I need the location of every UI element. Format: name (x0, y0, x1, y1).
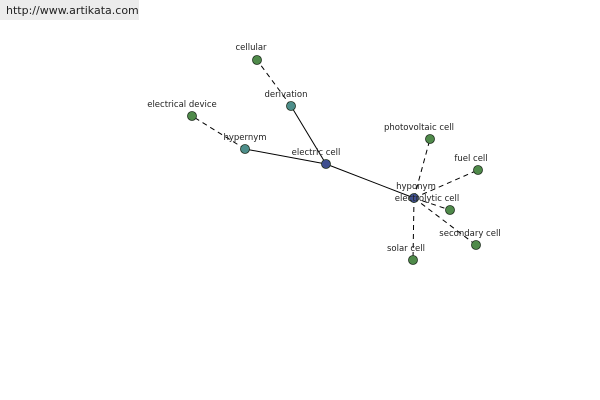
node-photovoltaic-cell[interactable]: photovoltaic cell (384, 123, 454, 144)
node-label: electrical device (147, 100, 217, 110)
node-circle[interactable] (409, 193, 419, 203)
node-circle[interactable] (408, 255, 418, 265)
node-electrical-device[interactable]: electrical device (147, 100, 217, 121)
node-circle[interactable] (445, 205, 455, 215)
node-label: fuel cell (454, 154, 487, 164)
node-label: electric cell (292, 148, 341, 158)
node-solar-cell[interactable]: solar cell (387, 244, 425, 265)
node-label: derivation (264, 90, 307, 100)
node-circle[interactable] (240, 144, 250, 154)
node-circle[interactable] (252, 55, 262, 65)
edge-hyponym-electrolytic_cell (413, 197, 451, 211)
node-circle[interactable] (471, 240, 481, 250)
node-label: secondary cell (439, 229, 500, 239)
node-secondary-cell[interactable]: secondary cell (439, 229, 501, 250)
node-label: electrolytic cell (395, 194, 459, 204)
node-electrolytic-cell[interactable]: electrolytic cell (395, 194, 459, 215)
node-derivation[interactable]: derivation (264, 90, 308, 111)
url-banner[interactable]: http://www.artikata.com (0, 0, 139, 20)
edge-hypernym-electrical_device (191, 115, 246, 150)
edge-electric_cell-hypernym (244, 148, 327, 165)
edge-electric_cell-derivation (290, 105, 327, 165)
edge-hyponym-photovoltaic_cell (413, 138, 431, 199)
node-cellular[interactable]: cellular (235, 43, 267, 65)
node-hyponym[interactable]: hyponym (396, 182, 436, 203)
node-electric-cell[interactable]: electric cell (292, 148, 341, 169)
node-label: photovoltaic cell (384, 123, 454, 133)
nodes-layer: electric cell derivation hypernym hyponym ce… (147, 43, 501, 265)
node-circle[interactable] (425, 134, 435, 144)
node-label: cellular (235, 43, 267, 53)
node-circle[interactable] (321, 159, 331, 169)
edge-derivation-cellular (256, 59, 292, 107)
node-circle[interactable] (286, 101, 296, 111)
node-circle[interactable] (187, 111, 197, 121)
node-fuel-cell[interactable]: fuel cell (454, 154, 488, 175)
edge-electric_cell-hyponym (325, 163, 415, 199)
node-hypernym[interactable]: hypernym (223, 133, 267, 154)
edge-hyponym-secondary_cell (413, 197, 477, 246)
node-label: hyponym (396, 182, 436, 192)
edges-layer (191, 59, 479, 261)
edge-hyponym-fuel_cell (413, 169, 479, 199)
edge-hyponym-solar_cell (412, 197, 415, 261)
node-label: solar cell (387, 244, 425, 254)
node-circle[interactable] (473, 165, 483, 175)
url-link[interactable]: http://www.artikata.com (6, 3, 139, 17)
node-label: hypernym (223, 133, 266, 143)
